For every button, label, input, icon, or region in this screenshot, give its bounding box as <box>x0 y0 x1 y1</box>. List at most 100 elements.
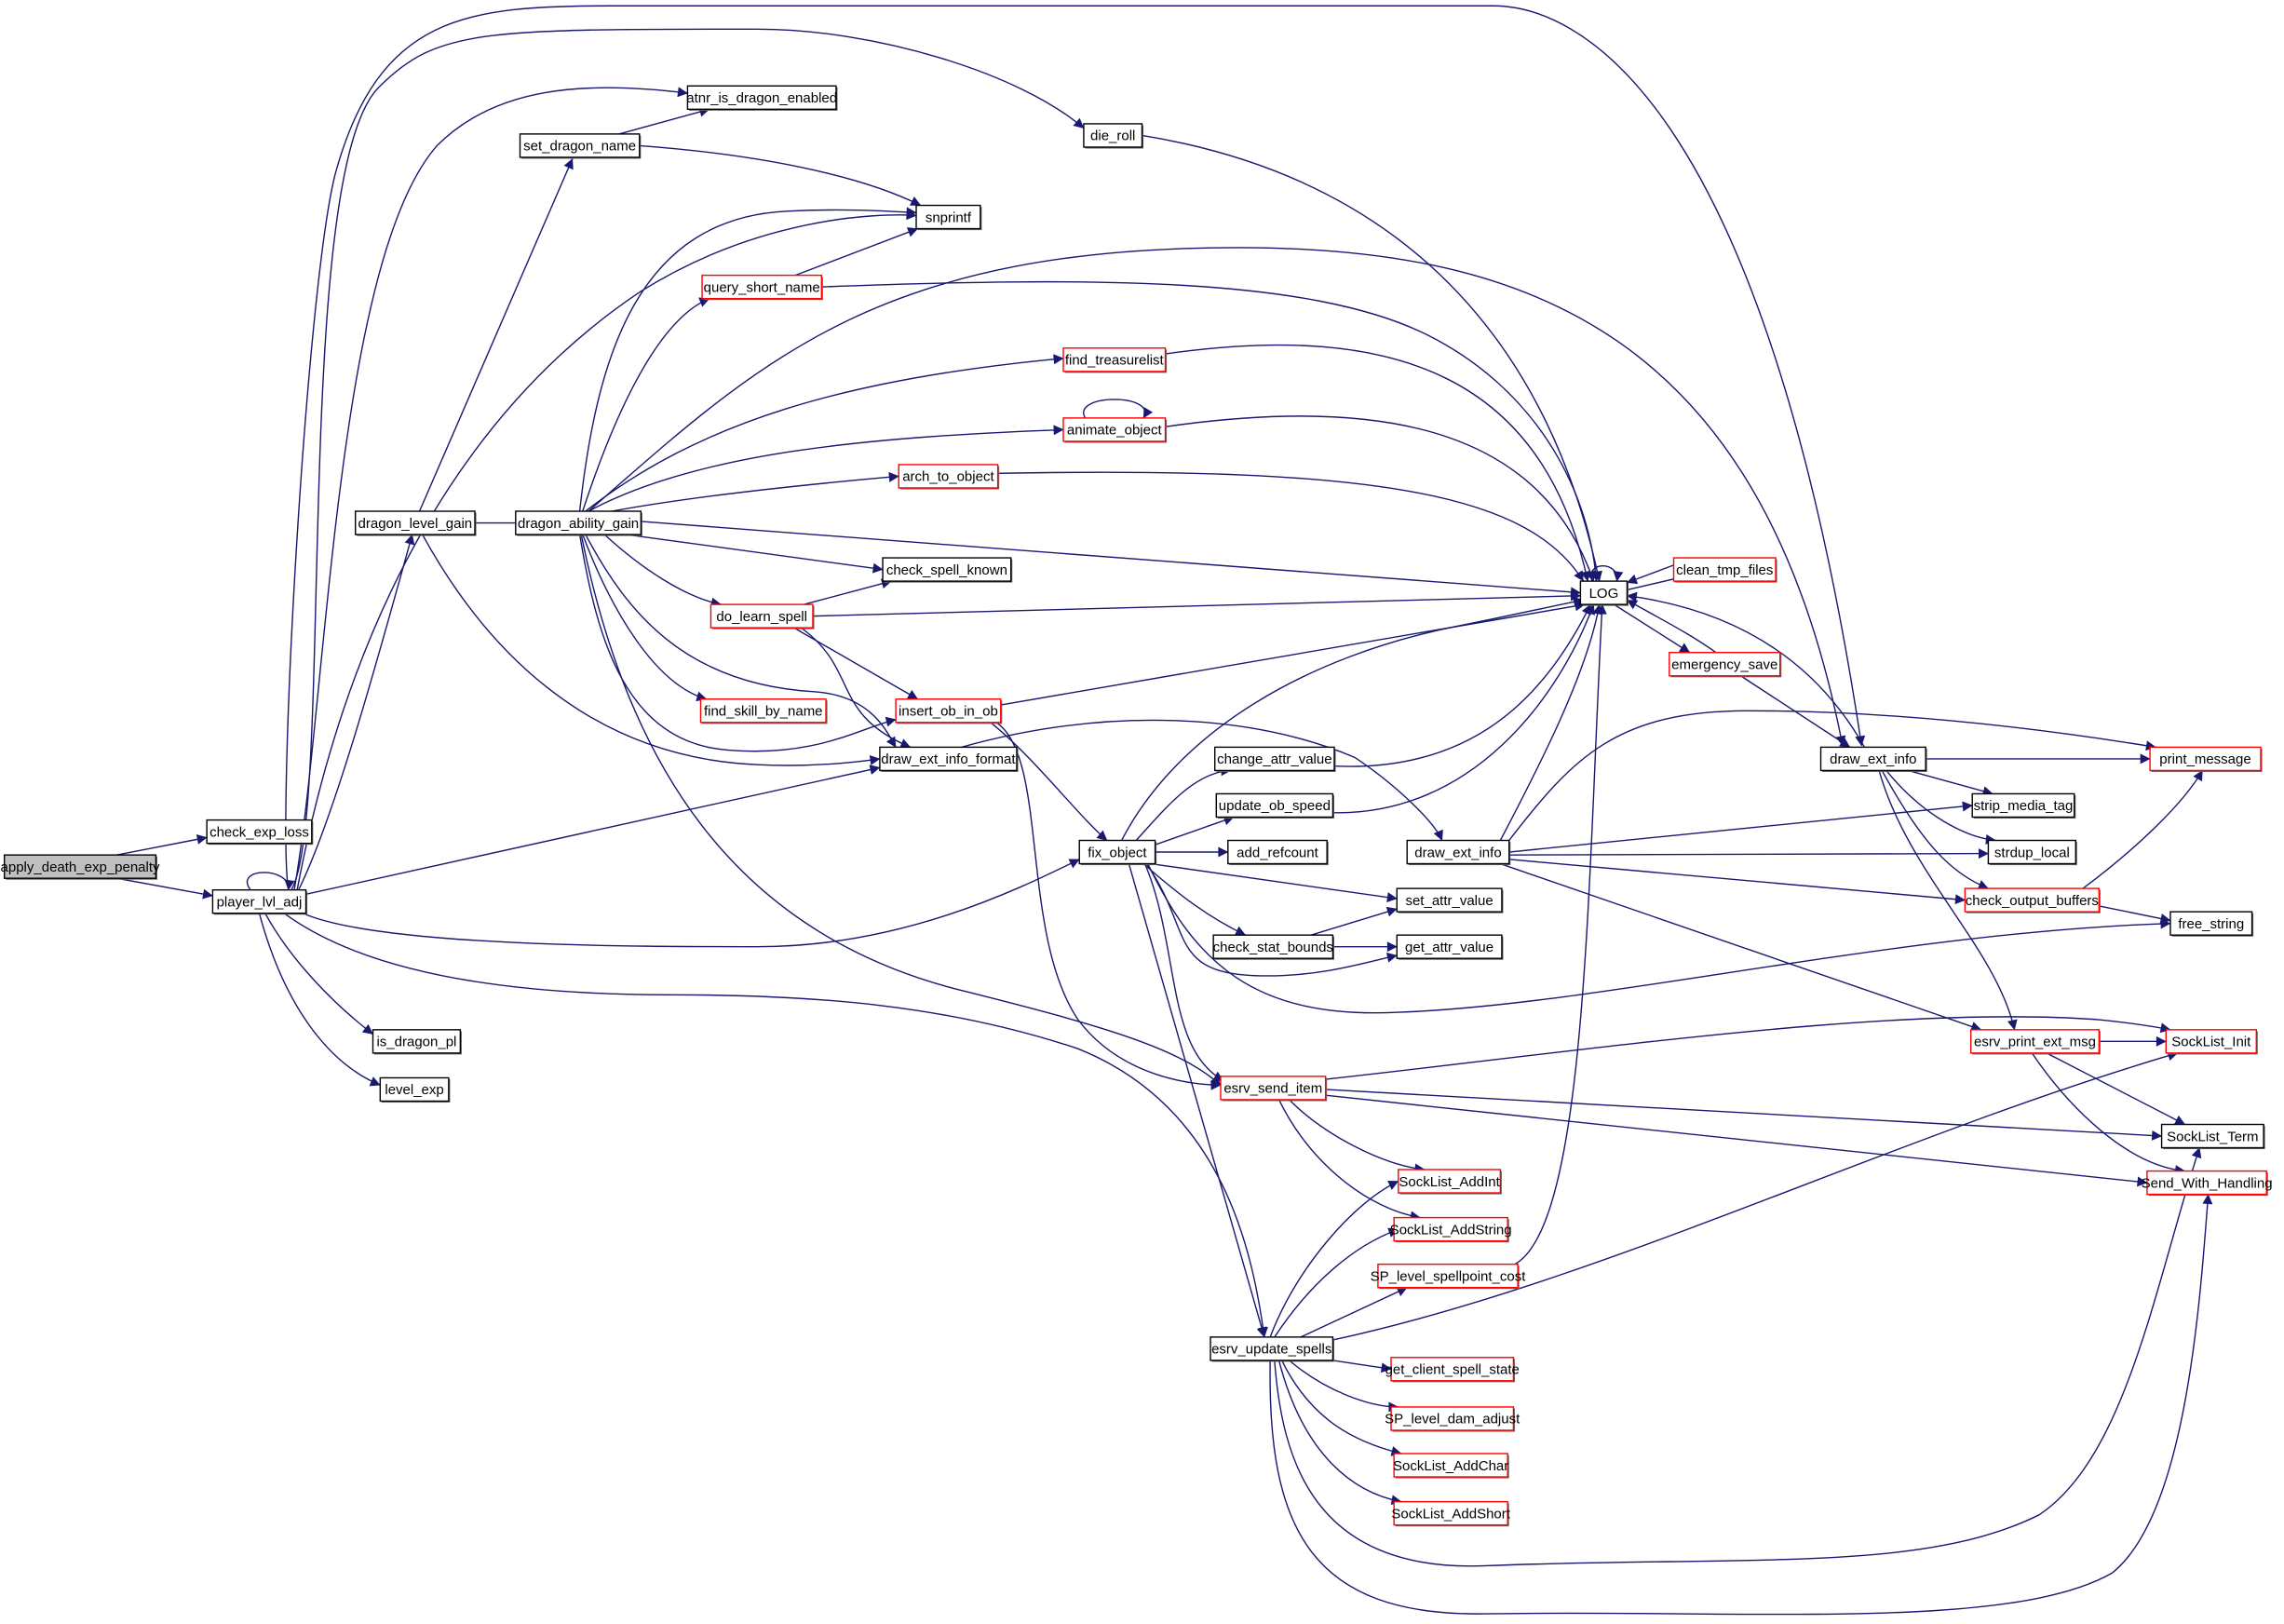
node-box[interactable] <box>1396 887 1503 913</box>
node-box[interactable] <box>3 854 157 879</box>
node-SP_level_spellpoint_cost[interactable]: SP_level_spellpoint_cost <box>1371 1263 1527 1290</box>
node-box[interactable] <box>1396 934 1503 959</box>
node-clean_tmp_files[interactable]: clean_tmp_files <box>1672 557 1777 583</box>
node-strdup_local[interactable]: strdup_local <box>1987 839 2077 866</box>
node-box[interactable] <box>2146 1170 2267 1196</box>
node-box[interactable] <box>355 510 476 535</box>
node-free_string[interactable]: free_string <box>2169 911 2254 937</box>
node-level_exp[interactable]: level_exp <box>379 1076 451 1103</box>
node-box[interactable] <box>1393 1216 1508 1242</box>
node-LOG[interactable]: LOG <box>1579 580 1629 606</box>
node-SockList_AddInt[interactable]: SockList_AddInt <box>1398 1169 1502 1195</box>
node-check_exp_loss[interactable]: check_exp_loss <box>206 819 314 846</box>
node-is_dragon_pl[interactable]: is_dragon_pl <box>372 1029 462 1055</box>
node-query_short_name[interactable]: query_short_name <box>701 274 823 301</box>
node-box[interactable] <box>895 698 1002 724</box>
node-SockList_AddString[interactable]: SockList_AddString <box>1390 1216 1512 1243</box>
node-box[interactable] <box>882 557 1012 582</box>
node-esrv_send_item[interactable]: esrv_send_item <box>1220 1076 1328 1102</box>
node-box[interactable] <box>1377 1263 1519 1289</box>
node-SP_level_dam_adjust[interactable]: SP_level_dam_adjust <box>1385 1406 1520 1432</box>
node-update_ob_speed[interactable]: update_ob_speed <box>1215 792 1335 819</box>
node-box[interactable] <box>1062 417 1167 442</box>
node-insert_ob_in_ob[interactable]: insert_ob_in_ob <box>895 698 1003 724</box>
node-fix_object[interactable]: fix_object <box>1078 839 1157 866</box>
node-box[interactable] <box>1227 839 1328 865</box>
node-SockList_Term[interactable]: SockList_Term <box>2160 1123 2265 1150</box>
node-box[interactable] <box>2160 1123 2264 1149</box>
node-dragon_level_gain[interactable]: dragon_level_gain <box>355 510 477 536</box>
node-do_learn_spell[interactable]: do_learn_spell <box>710 603 815 629</box>
node-find_treasurelist[interactable]: find_treasurelist <box>1062 347 1168 373</box>
node-box[interactable] <box>701 274 823 300</box>
node-box[interactable] <box>1078 839 1156 865</box>
node-box[interactable] <box>1819 746 1926 772</box>
node-box[interactable] <box>1083 123 1143 148</box>
node-box[interactable] <box>1214 746 1335 772</box>
node-box[interactable] <box>1210 1336 1334 1361</box>
node-box[interactable] <box>2165 1029 2257 1054</box>
node-draw_ext_info_r[interactable]: draw_ext_info <box>1819 746 1927 772</box>
node-find_skill_by_name[interactable]: find_skill_by_name <box>699 698 828 724</box>
node-set_attr_value[interactable]: set_attr_value <box>1396 887 1504 914</box>
node-box[interactable] <box>1964 887 2101 913</box>
node-die_roll[interactable]: die_roll <box>1083 123 1144 149</box>
node-SockList_AddChar[interactable]: SockList_AddChar <box>1393 1453 1509 1479</box>
node-emergency_save[interactable]: emergency_save <box>1669 652 1782 678</box>
node-SockList_Init[interactable]: SockList_Init <box>2165 1029 2258 1055</box>
node-box[interactable] <box>1390 1406 1515 1431</box>
node-box[interactable] <box>1393 1500 1508 1526</box>
node-apply_death_exp_penalty[interactable]: apply_death_exp_penalty <box>1 854 160 880</box>
node-box[interactable] <box>1390 1357 1515 1382</box>
node-box[interactable] <box>379 1076 450 1103</box>
node-box[interactable] <box>519 133 641 158</box>
node-animate_object[interactable]: animate_object <box>1062 417 1168 443</box>
node-get_client_spell_state[interactable]: get_client_spell_state <box>1385 1357 1520 1383</box>
node-player_lvl_adj[interactable]: player_lvl_adj <box>211 888 308 915</box>
node-add_refcount[interactable]: add_refcount <box>1227 839 1329 866</box>
node-box[interactable] <box>686 85 837 111</box>
node-box[interactable] <box>211 888 307 914</box>
node-draw_ext_info_format[interactable]: draw_ext_info_format <box>879 746 1019 772</box>
node-box[interactable] <box>1969 1029 2101 1054</box>
node-box[interactable] <box>699 698 827 724</box>
node-box[interactable] <box>2169 911 2253 936</box>
node-atnr_is_dragon_enabled[interactable]: atnr_is_dragon_enabled <box>686 85 838 111</box>
node-get_attr_value[interactable]: get_attr_value <box>1396 934 1504 960</box>
node-box[interactable] <box>1212 934 1334 959</box>
node-box[interactable] <box>1669 652 1781 677</box>
node-box[interactable] <box>1987 839 2076 865</box>
node-box[interactable] <box>1579 580 1629 605</box>
node-box[interactable] <box>915 204 981 230</box>
node-box[interactable] <box>515 510 642 535</box>
node-box[interactable] <box>1971 792 2075 819</box>
node-box[interactable] <box>1215 792 1334 819</box>
node-box[interactable] <box>1672 557 1777 582</box>
node-snprintf[interactable]: snprintf <box>915 204 982 231</box>
node-box[interactable] <box>1062 347 1167 372</box>
node-box[interactable] <box>372 1029 462 1054</box>
node-strip_media_tag[interactable]: strip_media_tag <box>1971 792 2076 819</box>
node-SockList_AddShort[interactable]: SockList_AddShort <box>1391 1500 1511 1527</box>
node-box[interactable] <box>898 464 999 489</box>
node-box[interactable] <box>2149 746 2262 772</box>
node-box[interactable] <box>1406 839 1510 865</box>
node-draw_ext_info_m[interactable]: draw_ext_info <box>1406 839 1511 866</box>
node-box[interactable] <box>710 603 814 629</box>
node-set_dragon_name[interactable]: set_dragon_name <box>519 133 642 159</box>
node-box[interactable] <box>206 819 313 845</box>
node-box[interactable] <box>879 746 1018 772</box>
node-print_message[interactable]: print_message <box>2149 746 2263 772</box>
node-box[interactable] <box>1393 1453 1508 1478</box>
node-check_output_buffers[interactable]: check_output_buffers <box>1964 887 2101 914</box>
node-change_attr_value[interactable]: change_attr_value <box>1214 746 1336 772</box>
node-esrv_print_ext_msg[interactable]: esrv_print_ext_msg <box>1969 1029 2101 1055</box>
node-esrv_update_spells[interactable]: esrv_update_spells <box>1210 1336 1335 1362</box>
node-box[interactable] <box>1398 1169 1502 1194</box>
node-check_spell_known[interactable]: check_spell_known <box>882 557 1013 583</box>
node-Send_With_Handling[interactable]: Send_With_Handling <box>2142 1170 2273 1197</box>
node-arch_to_object[interactable]: arch_to_object <box>898 464 1000 490</box>
node-check_stat_bounds[interactable]: check_stat_bounds <box>1212 934 1335 960</box>
node-box[interactable] <box>1220 1076 1327 1101</box>
node-dragon_ability_gain[interactable]: dragon_ability_gain <box>515 510 642 536</box>
